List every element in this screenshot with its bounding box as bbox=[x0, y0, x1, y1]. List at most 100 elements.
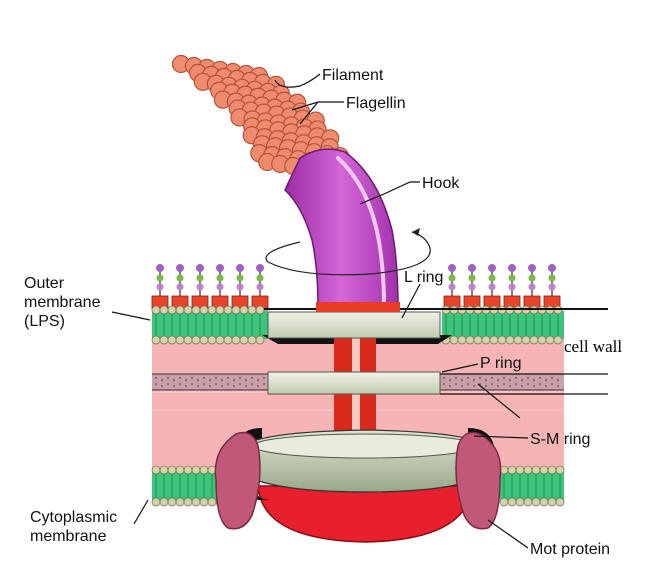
lipid-head-top bbox=[167, 465, 177, 475]
lipid-head-bottom bbox=[159, 497, 169, 507]
peptidoglycan-dot bbox=[214, 376, 218, 380]
lps-head-green bbox=[508, 274, 516, 282]
lipid-head-top bbox=[555, 465, 565, 475]
lps-head-green bbox=[468, 274, 476, 282]
lps-head-green bbox=[548, 274, 556, 282]
peptidoglycan-dot bbox=[250, 376, 254, 380]
lps-head-purple bbox=[256, 264, 264, 272]
peptidoglycan-dot bbox=[160, 384, 164, 388]
label-filament: Filament bbox=[322, 67, 384, 84]
lipid-head-bottom bbox=[175, 497, 185, 507]
peptidoglycan-dot bbox=[556, 384, 560, 388]
peptidoglycan-dot bbox=[154, 376, 158, 380]
peptidoglycan-dot bbox=[478, 376, 482, 380]
lps-head-lilac bbox=[176, 283, 184, 291]
peptidoglycan-dot bbox=[526, 382, 530, 386]
peptidoglycan-dot bbox=[178, 382, 182, 386]
lipid-head-top bbox=[183, 305, 193, 315]
peptidoglycan-dot bbox=[208, 384, 212, 388]
label-l-ring: L ring bbox=[404, 269, 443, 286]
lipid-head-bottom bbox=[457, 335, 467, 345]
lipid-head-top bbox=[207, 305, 217, 315]
lipid-head-top bbox=[515, 465, 525, 475]
peptidoglycan-dot bbox=[472, 378, 476, 382]
peptidoglycan-dot bbox=[526, 376, 530, 380]
l-ring bbox=[267, 311, 441, 339]
peptidoglycan-dot bbox=[178, 376, 182, 380]
peptidoglycan-dot bbox=[166, 376, 170, 380]
lps-head-purple bbox=[508, 264, 516, 272]
peptidoglycan-dot bbox=[256, 384, 260, 388]
lipid-head-bottom bbox=[547, 497, 557, 507]
hook-base bbox=[316, 302, 400, 312]
lipid-head-bottom bbox=[239, 335, 249, 345]
lipid-head-top bbox=[247, 305, 257, 315]
lipid-head-bottom bbox=[191, 497, 201, 507]
peptidoglycan-dot bbox=[448, 384, 452, 388]
lps-head-green bbox=[196, 274, 204, 282]
lipid-head-top bbox=[191, 305, 201, 315]
lipid-head-bottom bbox=[449, 335, 459, 345]
membrane-core bbox=[152, 311, 268, 339]
label-cytoplasmic-membrane: Cytoplasmic membrane bbox=[30, 509, 122, 545]
peptidoglycan-dot bbox=[238, 382, 242, 386]
lipid-head-top bbox=[175, 465, 185, 475]
lipid-head-top bbox=[167, 305, 177, 315]
lps-head-lilac bbox=[548, 283, 556, 291]
peptidoglycan-dot bbox=[154, 382, 158, 386]
lipid-head-bottom bbox=[489, 335, 499, 345]
peptidoglycan-dot bbox=[220, 378, 224, 382]
peptidoglycan-dot bbox=[472, 384, 476, 388]
lipid-head-bottom bbox=[465, 335, 475, 345]
lps-head-green bbox=[216, 274, 224, 282]
peptidoglycan-dot bbox=[484, 378, 488, 382]
peptidoglycan-dot bbox=[190, 376, 194, 380]
peptidoglycan-dot bbox=[244, 384, 248, 388]
lipid-head-top bbox=[151, 465, 161, 475]
peptidoglycan-dot bbox=[184, 384, 188, 388]
lipid-head-bottom bbox=[555, 497, 565, 507]
label-cytoplasmic-membrane-line1: Cytoplasmic bbox=[30, 509, 117, 526]
peptidoglycan-dot bbox=[496, 378, 500, 382]
peptidoglycan-dot bbox=[502, 376, 506, 380]
peptidoglycan-dot bbox=[442, 376, 446, 380]
hook-highlight bbox=[336, 156, 386, 308]
peptidoglycan-dot bbox=[460, 378, 464, 382]
lipid-head-bottom bbox=[191, 335, 201, 345]
peptidoglycan-dot bbox=[550, 376, 554, 380]
lps-head-green bbox=[448, 274, 456, 282]
sm-ring-top bbox=[252, 433, 478, 459]
lps-head-lilac bbox=[156, 283, 164, 291]
lps-head-purple bbox=[176, 264, 184, 272]
lipid-head-top bbox=[215, 305, 225, 315]
lipid-head-bottom bbox=[183, 335, 193, 345]
p-ring bbox=[267, 371, 441, 395]
lipid-head-top bbox=[159, 305, 169, 315]
lps-head-purple bbox=[236, 264, 244, 272]
lps-head-purple bbox=[548, 264, 556, 272]
lps-head-purple bbox=[216, 264, 224, 272]
lipid-head-bottom bbox=[515, 497, 525, 507]
peptidoglycan-dot bbox=[226, 376, 230, 380]
peptidoglycan-dot bbox=[262, 382, 266, 386]
lipid-head-bottom bbox=[537, 335, 547, 345]
lps-head-lilac bbox=[508, 283, 516, 291]
peptidoglycan-dot bbox=[520, 384, 524, 388]
label-cytoplasmic-membrane-line2: membrane bbox=[30, 528, 107, 545]
lipid-head-bottom bbox=[167, 497, 177, 507]
peptidoglycan-dot bbox=[160, 378, 164, 382]
lipid-head-top bbox=[223, 305, 233, 315]
lipid-head-bottom bbox=[207, 497, 217, 507]
peptidoglycan-dot bbox=[460, 384, 464, 388]
mot-protein-right bbox=[455, 431, 502, 530]
peptidoglycan-dot bbox=[532, 384, 536, 388]
lipid-head-bottom bbox=[199, 497, 209, 507]
peptidoglycan-dot bbox=[514, 382, 518, 386]
lipid-head-bottom bbox=[521, 335, 531, 345]
peptidoglycan-dot bbox=[556, 378, 560, 382]
peptidoglycan-dot bbox=[202, 376, 206, 380]
peptidoglycan-dot bbox=[532, 378, 536, 382]
label-flagellin: Flagellin bbox=[346, 95, 406, 112]
lipid-head-bottom bbox=[505, 335, 515, 345]
lps-head-lilac bbox=[468, 283, 476, 291]
